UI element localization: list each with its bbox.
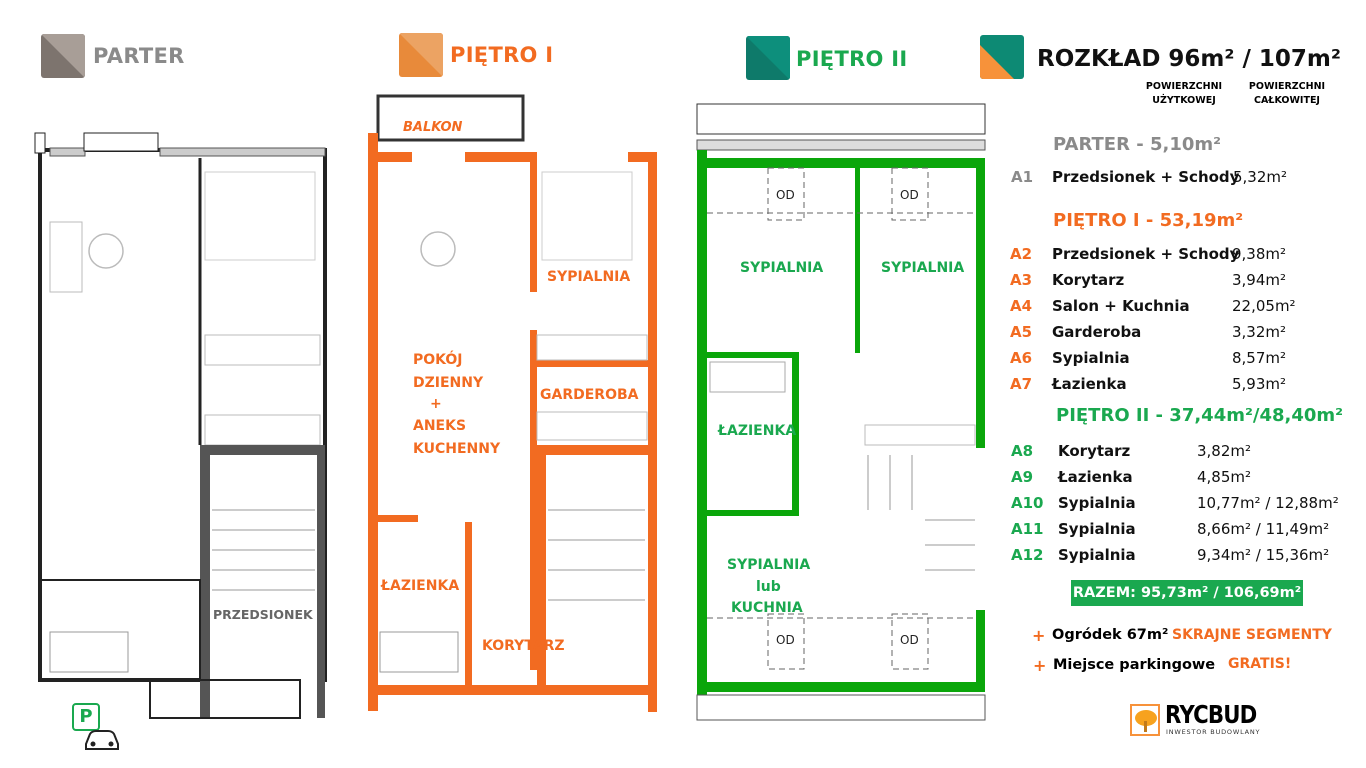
room-name: Sypialnia [1058,520,1136,538]
section-title-parter: PARTER - 5,10m² [1053,134,1222,155]
label-lazienka: ŁAZIENKA [380,578,459,594]
room-area: 5,93m² [1232,375,1287,393]
room-name: Garderoba [1052,323,1142,341]
room-code: A7 [1010,375,1033,393]
parter-swatch-icon [41,34,85,78]
pietro1-heading: PIĘTRO I [450,43,554,67]
pietro2-heading: PIĘTRO II [796,47,908,71]
room-name: Przedsionek + Schody [1052,168,1240,186]
room-area: 9,34m² / 15,36m² [1197,546,1330,564]
label-kuchnia: KUCHNIA [731,600,803,616]
total-area-label: POWIERZCHNI [1248,81,1326,92]
room-code: A6 [1010,349,1033,367]
room-name: Korytarz [1052,271,1125,289]
extra-garden-note: SKRAJNE SEGMENTY [1172,627,1332,643]
label-pokoj-5: KUCHENNY [413,441,501,457]
logo-tagline: INWESTOR BUDOWLANY [1166,728,1261,736]
pietro1-plan: BALKON SYPIALNIA POKÓJ DZIE [368,94,657,712]
room-code: A5 [1010,323,1033,341]
room-code: A3 [1010,271,1033,289]
total-area-label-2: CAŁKOWITEJ [1254,95,1320,106]
label-pokoj-2: DZIENNY [413,375,484,391]
logo-tree-icon [1130,704,1160,736]
room-area: 8,66m² / 11,49m² [1197,520,1330,538]
label-od: OD [900,188,919,202]
usable-area-label: POWIERZCHNI [1145,81,1223,92]
room-name: Łazienka [1058,468,1133,486]
room-name: Sypialnia [1058,546,1136,564]
extra-parking: Miejsce parkingowe [1053,657,1216,673]
room-name: Przedsionek + Schody [1052,245,1240,263]
room-name: Salon + Kuchnia [1052,297,1190,315]
label-sypialnia-b: SYPIALNIA [881,260,964,276]
room-name: Korytarz [1058,442,1131,460]
room-area: 3,32m² [1232,323,1287,341]
room-code: A1 [1011,168,1034,186]
room-code: A12 [1011,546,1044,564]
section-title-pietro1: PIĘTRO I - 53,19m² [1053,210,1244,231]
parter-plan: PRZEDSIONEK [34,132,327,719]
label-sypialnia-c: SYPIALNIA [727,557,810,573]
extra-garden: Ogródek 67m² [1052,627,1169,643]
room-name: Sypialnia [1052,349,1130,367]
label-sypialnia: SYPIALNIA [547,269,630,285]
label-od: OD [900,633,919,647]
summary-title: ROZKŁAD 96m² / 107m² [1037,46,1341,72]
total-badge: RAZEM: 95,73m² / 106,69m² [1071,580,1303,606]
logo-name: RYCBUD [1165,700,1257,729]
room-area: 9,38m² [1232,245,1287,263]
usable-area-label-2: UŻYTKOWEJ [1152,95,1216,106]
summary-swatch-icon [980,35,1024,79]
label-pokoj-3: + [430,396,442,412]
label-lub: lub [756,579,781,595]
plus-icon: + [1032,626,1046,645]
parking-icon: P [72,703,100,731]
plus-icon: + [1033,656,1047,675]
label-od: OD [776,188,795,202]
label-pokoj-1: POKÓJ [413,350,463,368]
extra-parking-note: GRATIS! [1228,656,1292,672]
section-title-pietro2: PIĘTRO II - 37,44m²/48,40m² [1056,405,1344,426]
room-code: A10 [1011,494,1044,512]
room-area: 10,77m² / 12,88m² [1197,494,1339,512]
room-area: 8,57m² [1232,349,1287,367]
room-area: 3,82m² [1197,442,1252,460]
room-code: A9 [1011,468,1034,486]
label-garderoba: GARDEROBA [540,387,639,403]
label-balkon: BALKON [403,120,463,135]
room-code: A8 [1011,442,1034,460]
label-korytarz: KORYTARZ [482,638,565,654]
label-lazienka-2: ŁAZIENKA [717,423,796,439]
room-area: 22,05m² [1232,297,1296,315]
label-sypialnia-a: SYPIALNIA [740,260,823,276]
room-code: A4 [1010,297,1033,315]
room-code: A2 [1010,245,1033,263]
parter-heading: PARTER [93,44,185,68]
room-name: Sypialnia [1058,494,1136,512]
room-area: 3,94m² [1232,271,1287,289]
car-icon [82,726,122,756]
pietro1-swatch-icon [399,33,443,77]
pietro2-plan: SYPIALNIA SYPIALNIA ŁAZIENKA SYPIALNIA l… [696,103,986,721]
room-area: 5,32m² [1233,168,1288,186]
label-pokoj-4: ANEKS [413,418,466,434]
room-area: 4,85m² [1197,468,1252,486]
room-name: Łazienka [1052,375,1127,393]
pietro2-swatch-icon [746,36,790,80]
label-przedsionek: PRZEDSIONEK [213,607,314,622]
label-od: OD [776,633,795,647]
room-code: A11 [1011,520,1044,538]
